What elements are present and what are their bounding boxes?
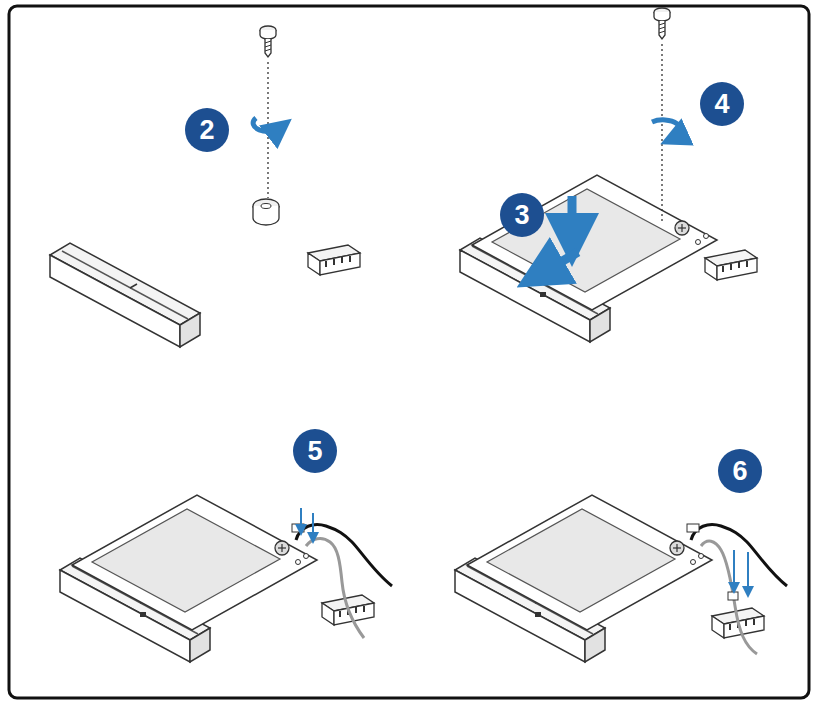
callout-number: 6 <box>718 449 762 493</box>
callout-number: 3 <box>500 193 544 237</box>
callout-number: 2 <box>185 108 229 152</box>
callout-number: 4 <box>700 82 744 126</box>
callout-number: 5 <box>293 429 337 473</box>
